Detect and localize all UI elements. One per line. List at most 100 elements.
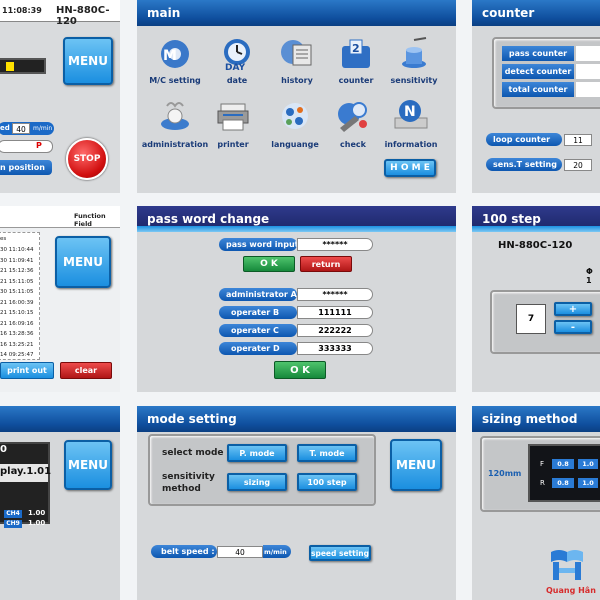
printer-icon[interactable] [215,98,251,134]
step-count[interactable]: 7 [516,304,546,334]
header-gloss [472,226,600,232]
r-value-1[interactable]: 0.8 [552,478,574,488]
administration-icon[interactable] [157,98,193,134]
history-row: 21 16:00:39 [0,299,34,306]
administrator-a-label: administrator A [219,288,297,301]
sizing-header: sizing method [472,406,600,432]
return-button[interactable]: return [300,256,352,272]
svg-text:M: M [163,48,177,64]
history-icon[interactable] [279,36,315,72]
history-col-label: es [0,236,7,242]
panel-sizing-method: sizing method 120mm F 0.8 1.0 R 0.8 1.0 … [472,406,600,600]
sizing-button[interactable]: sizing [227,473,287,491]
stop-button[interactable]: STOP [66,138,108,180]
select-mode-label: select mode [162,448,224,458]
operater-d-label: operater D [219,342,297,355]
mc-setting-icon[interactable]: M [157,36,193,72]
svg-text:N: N [404,104,416,120]
panel-counter: counter pass counter detect counter tota… [472,0,600,193]
clear-button[interactable]: clear [60,362,112,379]
display-menu-button[interactable]: MENU [64,440,112,490]
sensitivity-method-label-2: method [162,484,201,494]
counter-icon[interactable]: 2 [338,36,374,72]
belt-speed-label: belt speed : [151,545,217,558]
language-icon[interactable] [277,98,313,134]
belt-unit-box [263,545,291,558]
stop-label: STOP [73,154,101,164]
history-row: 30 15:11:05 [0,289,34,295]
loop-counter-label: loop counter [486,133,562,146]
loop-counter-value[interactable]: 11 [564,134,592,146]
detect-counter-value [576,64,600,79]
sensitivity-label: sensitivity [390,76,438,85]
operater-b-field[interactable]: 111111 [297,306,373,319]
pass-counter-label: pass counter [502,46,574,61]
panel-status: 11:08:39 HN-880C-120 MENU ed 40 m/min P … [0,0,120,193]
operater-d-field[interactable]: 333333 [297,342,373,355]
svg-text:2: 2 [352,42,360,55]
administration-label: administration [141,140,209,149]
speed-value[interactable]: 40 [12,123,30,134]
panel-100-step: 100 step HN-880C-120 Φ 1 7 + - [472,206,600,392]
p-field[interactable] [0,140,53,153]
history-rows: 30 11:10:44 30 11:09:41 21 15:12:36 21 1… [0,245,38,361]
history-row: 21 15:10:15 [0,310,34,316]
sensitivity-icon[interactable] [396,36,432,72]
display-line-1: 0 [0,444,7,455]
history-row: 21 16:09:16 [0,320,34,327]
position-button[interactable] [0,160,52,175]
display-line-2-bg [0,464,48,482]
speed-setting-button[interactable]: speed setting [309,545,371,561]
plus-button[interactable]: + [554,302,592,316]
check-label: check [340,140,366,149]
total-counter-value [576,82,600,97]
clock-text: 11:08:39 [2,6,42,15]
operater-b-label: operater B [219,306,297,319]
100-step-button[interactable]: 100 step [297,473,357,491]
total-counter-label: total counter [502,82,574,97]
history-row: 16 13:28:36 [0,331,34,337]
ok-button[interactable]: O K [243,256,295,272]
f-value-2[interactable]: 1.0 [578,459,598,469]
password-input-field[interactable]: ****** [297,238,373,251]
speed-label: ed [0,124,10,132]
ch9-value: 1.00 [28,519,46,527]
mode-menu-button[interactable]: MENU [390,439,442,491]
history-menu-button[interactable]: MENU [55,236,111,288]
mc-setting-label: M/C setting [149,76,201,85]
history-top-bar [0,206,120,228]
t-mode-button[interactable]: T. mode [297,444,357,462]
print-out-button[interactable]: print out [0,362,54,379]
main-header: main [137,0,456,26]
belt-speed-value[interactable]: 40 [217,546,263,558]
sens-setting-value[interactable]: 20 [564,159,592,171]
ch4-label: CH4 [4,510,22,518]
history-label: history [281,76,313,85]
ch9-label: CH9 [4,520,22,528]
panel-history: Function Field es 30 11:10:44 30 11:09:4… [0,206,120,392]
step-model-text: HN-880C-120 [498,240,573,251]
p-mode-button[interactable]: P. mode [227,444,287,462]
panel-display: 0 play.1.01 CH4 1.00 CH9 1.00 MENU [0,406,120,600]
minus-button[interactable]: - [554,320,592,334]
level-bar [0,58,46,74]
date-label: date [226,76,248,85]
sens-setting-label: sens.T setting [486,158,562,171]
r-value-2[interactable]: 1.0 [578,478,598,488]
display-header [0,406,120,432]
counter-header: counter [472,0,600,26]
ok-confirm-button[interactable]: O K [274,361,326,379]
date-icon[interactable]: DAY [219,36,255,72]
ch4-value: 1.00 [28,509,46,517]
f-value-1[interactable]: 0.8 [552,459,574,469]
model-text: HN-880C-120 [56,5,110,27]
information-icon[interactable]: N [393,98,429,134]
check-icon[interactable] [335,98,371,134]
quang-han-logo-text: Quang Hân [546,586,596,595]
history-row: 30 11:09:41 [0,257,34,264]
position-label: n position [0,163,45,172]
home-button[interactable]: H O M E [384,159,436,177]
operater-c-field[interactable]: 222222 [297,324,373,337]
menu-button[interactable]: MENU [63,37,113,85]
administrator-a-field[interactable]: ****** [297,288,373,301]
